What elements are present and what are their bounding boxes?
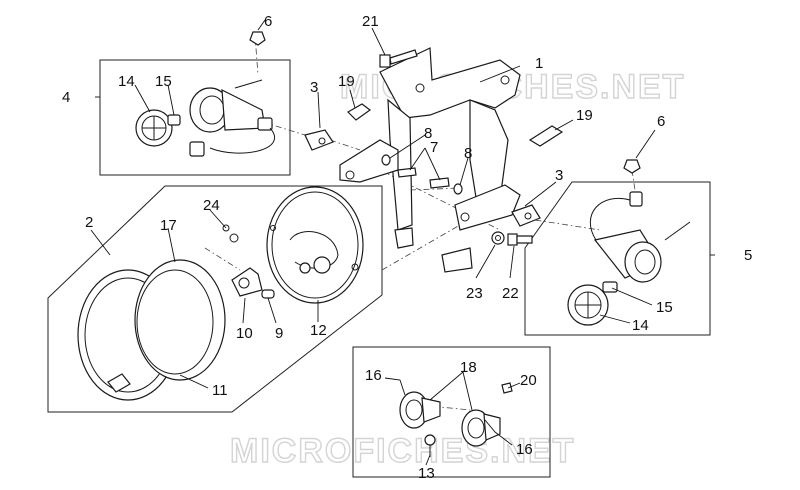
label-part-20: 20 <box>520 372 537 389</box>
group-box-horn <box>352 346 551 478</box>
washer-23 <box>491 231 505 245</box>
headlight-bulb <box>231 267 263 297</box>
horn-screw <box>424 434 436 457</box>
label-part-16-right: 16 <box>516 441 533 458</box>
label-part-14-left: 14 <box>118 73 135 90</box>
label-part-13: 13 <box>418 465 435 482</box>
label-part-1: 1 <box>535 55 543 72</box>
label-part-7: 7 <box>430 139 438 156</box>
label-part-12: 12 <box>310 322 327 339</box>
label-part-15-right: 15 <box>656 299 673 316</box>
headlight-bracket <box>339 47 521 273</box>
label-part-24: 24 <box>203 197 220 214</box>
headlight-reflector <box>134 259 226 381</box>
label-part-17: 17 <box>160 217 177 234</box>
label-part-19-left: 19 <box>338 73 355 90</box>
spacer-left <box>304 129 334 151</box>
bolt-22 <box>507 233 533 246</box>
label-part-3-right: 3 <box>555 167 563 184</box>
label-part-8-left: 8 <box>424 125 432 142</box>
label-part-10: 10 <box>236 325 253 342</box>
label-part-19-right: 19 <box>576 107 593 124</box>
screw-7 <box>397 167 450 189</box>
label-part-3-left: 3 <box>310 79 318 96</box>
rubber-pad-left <box>347 103 372 121</box>
bulb-clips <box>222 224 239 243</box>
label-part-16-left: 16 <box>365 367 382 384</box>
label-part-5: 5 <box>744 247 752 264</box>
label-part-4: 4 <box>62 89 70 106</box>
spacer-right <box>511 204 541 227</box>
right-turn-indicator <box>567 191 691 326</box>
group-box-headlight <box>47 185 383 413</box>
label-part-21: 21 <box>362 13 379 30</box>
headlight-shell <box>266 186 364 304</box>
label-part-14-right: 14 <box>632 317 649 334</box>
bracket-bolt <box>379 49 418 68</box>
label-part-11: 11 <box>212 382 228 399</box>
label-part-23: 23 <box>466 285 483 302</box>
watermark-bottom: MICROFICHES.NET <box>230 432 575 470</box>
nut-6-right <box>623 159 641 174</box>
small-bulb <box>261 289 275 299</box>
label-part-9: 9 <box>275 325 283 342</box>
label-part-2: 2 <box>85 214 93 231</box>
horn-nut <box>501 382 513 394</box>
label-part-6-left: 6 <box>264 13 272 30</box>
label-part-8-right: 8 <box>464 145 472 162</box>
left-turn-indicator <box>135 79 276 157</box>
nut-6-left <box>249 31 266 46</box>
label-part-22: 22 <box>502 285 519 302</box>
group-box-left-indicator <box>99 59 291 176</box>
leader-lines <box>90 19 715 466</box>
label-part-15-left: 15 <box>155 73 172 90</box>
label-part-18: 18 <box>460 359 477 376</box>
rubber-pad-right <box>528 125 564 147</box>
washer-8 <box>381 154 463 195</box>
horn-left <box>399 391 441 429</box>
label-part-6-right: 6 <box>657 113 665 130</box>
group-box-right-indicator <box>524 181 711 336</box>
horn-right <box>461 409 501 447</box>
